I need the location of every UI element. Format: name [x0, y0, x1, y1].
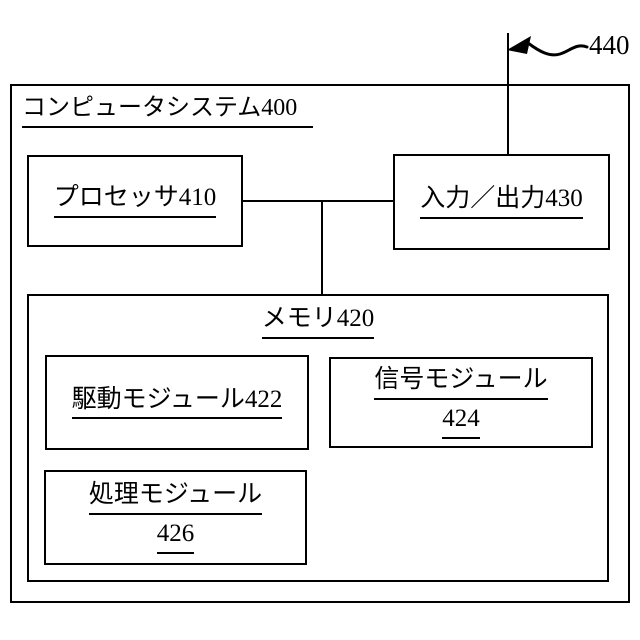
wavy-leader-line	[526, 41, 589, 57]
bus-to-memory-connector-line	[321, 201, 323, 294]
ref-number-440: 440	[589, 30, 630, 60]
signal-module-box: 信号モジュール 424	[329, 357, 593, 448]
processor-label: プロセッサ410	[53, 184, 217, 218]
processor-io-connector-line	[243, 200, 393, 202]
memory-title: メモリ420	[261, 305, 375, 339]
processing-module-box: 処理モジュール 426	[44, 470, 307, 565]
drive-module-label: 駆動モジュール422	[71, 386, 283, 420]
processing-module-label-line2: 426	[156, 520, 195, 554]
io-external-connection-line	[507, 33, 509, 154]
signal-module-label-line1: 信号モジュール	[374, 366, 548, 400]
processor-box: プロセッサ410	[27, 155, 243, 247]
drive-module-box: 駆動モジュール422	[45, 355, 309, 450]
computer-system-title-text: コンピュータシステム400	[22, 95, 314, 128]
signal-module-label-line2: 424	[442, 405, 480, 439]
processing-module-label-line1: 処理モジュール	[88, 481, 263, 515]
io-label: 入力／出力430	[420, 185, 583, 219]
io-box: 入力／出力430	[393, 154, 610, 250]
computer-system-title: コンピュータシステム400	[22, 95, 314, 128]
arrowhead-icon	[507, 36, 531, 54]
